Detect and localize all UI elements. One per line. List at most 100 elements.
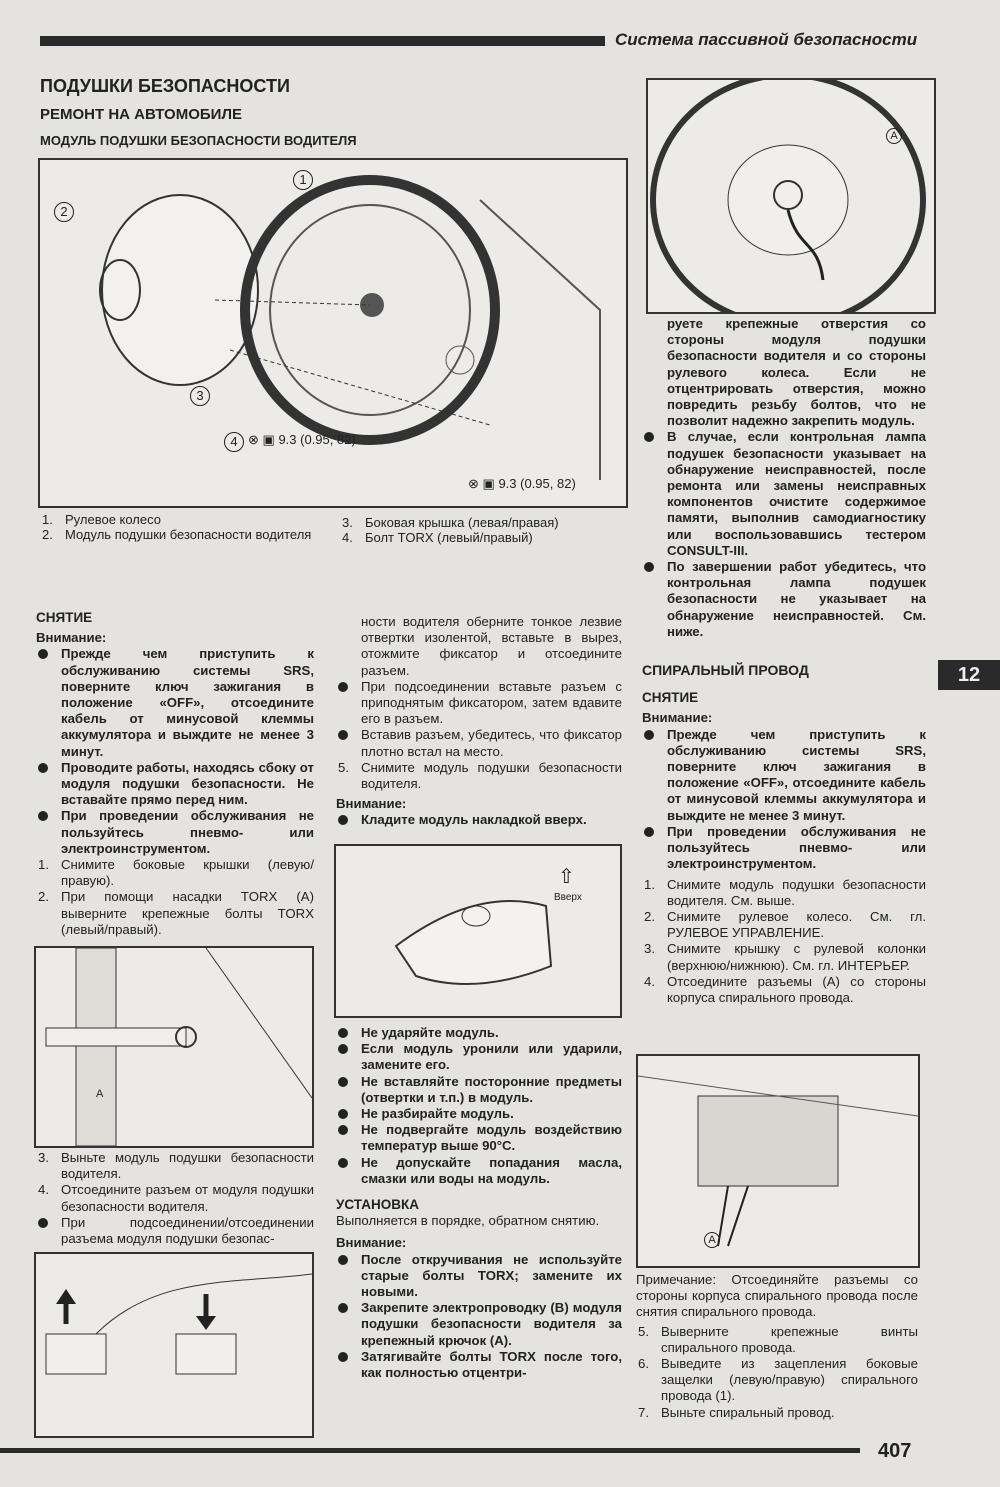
list-item: 3.Снимите крышку с рулевой колонки (верх… [642, 941, 926, 973]
text: Выведите из зацепления боковые защелки (… [661, 1356, 918, 1404]
arrow-up-icon: ⇧ [558, 866, 575, 888]
graphic [638, 1075, 918, 1247]
section-heading: СНЯТИЕ [642, 690, 699, 706]
list-marker: 7. [638, 1404, 649, 1420]
text: Не допускайте попадания масла, смазки ил… [361, 1154, 622, 1186]
list-item: В случае, если контрольная лампа подушек… [642, 429, 926, 559]
footer-bar [0, 1448, 860, 1453]
bullet-icon [644, 432, 654, 443]
list-item: Не разбирайте модуль. [336, 1106, 622, 1122]
list-item: 4.Болт TORX (левый/правый) [340, 530, 620, 545]
list-item: 5.Выверните крепежные винты спирального … [636, 1324, 918, 1356]
graphic [727, 144, 849, 256]
attention-label: Внимание: [336, 796, 407, 812]
text: При подсоединении/отсоединении разъема м… [61, 1214, 314, 1247]
list-item: 2.При помощи насадки TORX (A) выверните … [36, 889, 314, 938]
graphic [394, 900, 553, 985]
header-bar [40, 36, 605, 46]
torque-spec-left: ⊗ ▣ 9.3 (0.95, 82) [248, 432, 356, 448]
left-column-bottom: 3.Выньте модуль подушки безопасности вод… [36, 1150, 314, 1247]
list-item: Кладите модуль накладкой вверх. [336, 812, 622, 828]
text: При подсоединении вставьте разъем с прип… [361, 678, 622, 727]
figure-legend-right: 3.Боковая крышка (левая/правая) 4.Болт T… [340, 515, 620, 545]
graphic [638, 1075, 918, 1117]
chapter-tab: 12 [938, 660, 1000, 690]
bullet-icon [38, 762, 48, 773]
left-column: СНЯТИЕ Внимание: Прежде чем приступить к… [36, 610, 314, 938]
bullet-icon [338, 1044, 348, 1055]
callout-1: 1 [293, 170, 313, 190]
bullet-icon [644, 729, 654, 740]
bullet-icon [338, 681, 348, 692]
right-column-bottom: Примечание: Отсоединяйте разъемы со стор… [636, 1272, 918, 1421]
bullet-icon [338, 1157, 348, 1168]
page-title: ПОДУШКИ БЕЗОПАСНОСТИ [40, 76, 290, 96]
list-item: 1.Снимите боковые крышки (левую/правую). [36, 857, 314, 889]
note: Примечание: Отсоединяйте разъемы со стор… [636, 1272, 918, 1320]
text: Выверните крепежные винты спирального пр… [661, 1323, 918, 1355]
list-item: По завершении работ убедитесь, что контр… [642, 559, 926, 640]
graphic [650, 80, 926, 312]
text: Не вставляйте посторонние предметы (отве… [361, 1073, 622, 1105]
bullet-icon [338, 1109, 348, 1120]
graphic [394, 900, 553, 985]
graphic [101, 194, 259, 386]
text: Закрепите электропроводку (B) модуля под… [361, 1300, 622, 1348]
graphic [99, 259, 141, 321]
text: После откручивания не используйте старые… [361, 1251, 622, 1300]
list-item: 6.Выведите из зацепления боковые защелки… [636, 1356, 918, 1405]
list-marker: 1. [42, 512, 53, 527]
text: 9.3 (0.95, 82) [498, 476, 576, 491]
attention-label: Внимание: [642, 710, 713, 726]
text: Не разбирайте модуль. [361, 1106, 514, 1122]
subtitle: РЕМОНТ НА АВТОМОБИЛЕ [40, 106, 242, 123]
text: Вставив разъем, убедитесь, что фиксатор … [361, 727, 622, 759]
list-item: Не вставляйте посторонние предметы (отве… [336, 1074, 622, 1106]
text: 9.3 (0.95, 82) [278, 432, 356, 447]
bullet-icon [338, 1351, 348, 1362]
text: ности водителя оберните тонкое лезвие от… [361, 614, 622, 678]
graphic [697, 1095, 839, 1187]
list-item: 5.Снимите модуль подушки безопасности во… [336, 760, 622, 792]
text: Отсоедините разъемы (A) со стороны корпу… [667, 973, 926, 1005]
list-marker: 2. [42, 527, 53, 542]
text: Снимите рулевое колесо. См. гл. РУЛЕВОЕ … [667, 908, 926, 941]
text: Если модуль уронили или ударили, заменит… [361, 1041, 622, 1073]
list-item: При подсоединении вставьте разъем с прип… [336, 679, 622, 728]
text: Снимите модуль подушки безопасности води… [667, 876, 926, 908]
graphic [786, 209, 825, 281]
list-marker: 3. [342, 515, 353, 530]
list-marker: 1. [644, 876, 655, 892]
bullet-icon [338, 815, 348, 826]
list-item: Не допускайте попадания масла, смазки ил… [336, 1155, 622, 1187]
graphic [229, 349, 491, 426]
list-item: 3.Боковая крышка (левая/правая) [340, 515, 620, 530]
graphic [45, 1333, 107, 1375]
right-column: руете крепежные отверстия со стороны мод… [642, 316, 926, 1006]
list-item: Затягивайте болты TORX после того, как п… [336, 1349, 622, 1381]
bullet-icon [644, 562, 654, 573]
list-item: После откручивания не используйте старые… [336, 1252, 622, 1301]
section-title: Система пассивной безопасности [615, 30, 918, 49]
text: Не подвергайте модуль воздействию темпер… [361, 1122, 622, 1154]
list-item: При подсоединении/отсоединении разъема м… [36, 1215, 314, 1247]
figure-spiral-connectors: A [636, 1054, 920, 1268]
list-item: 1. Снимите модуль подушки безопасности во… [642, 877, 926, 909]
callout-4: 4 [224, 432, 244, 452]
text: Проводите работы, находясь сбоку от моду… [61, 759, 314, 808]
legend-item: Болт TORX (левый/правый) [365, 530, 533, 545]
list-item: 7. Выньте спиральный провод. [636, 1405, 918, 1421]
figure-steering-wheel: 1 2 3 4 ⊗ ▣ 9.3 (0.95, 82) ⊗ ▣ 9.3 (0.95… [38, 158, 628, 508]
graphic [214, 299, 371, 306]
graphic [45, 1027, 187, 1047]
text: Выньте модуль подушки безопасности водит… [61, 1150, 314, 1182]
graphic [45, 1273, 312, 1375]
bullet-icon [644, 826, 654, 837]
text: руете крепежные отверстия со стороны мод… [667, 316, 926, 429]
text: Выньте спиральный провод. [661, 1404, 835, 1420]
text: Снимите модуль подушки безопасности води… [361, 759, 622, 792]
graphic [269, 204, 471, 416]
list-item: Не ударяйте модуль. [336, 1025, 622, 1041]
graphic [56, 1289, 76, 1304]
